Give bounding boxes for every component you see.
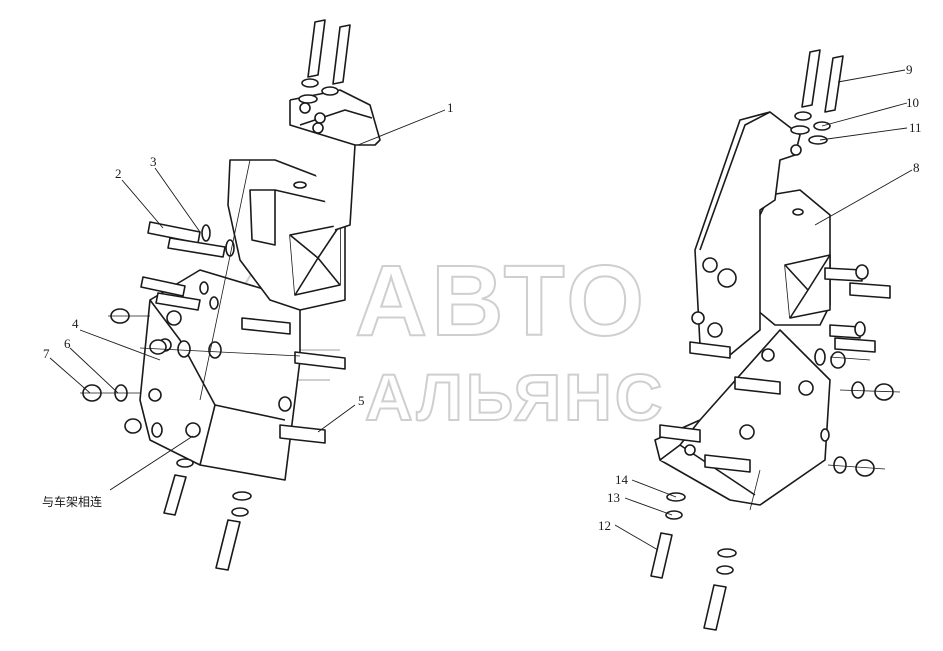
rubber-mount-left xyxy=(227,159,346,311)
callout-9: 9 xyxy=(906,62,913,77)
callout-14: 14 xyxy=(615,472,629,487)
callout-10: 10 xyxy=(906,95,919,110)
upper-bracket-right xyxy=(691,111,802,356)
callout-2: 2 xyxy=(115,166,122,181)
top-bolts-right xyxy=(790,49,844,145)
watermark-line1: АВТО xyxy=(355,245,648,357)
callout-8: 8 xyxy=(913,160,920,175)
callout-3: 3 xyxy=(150,154,157,169)
callout-11: 11 xyxy=(909,120,922,135)
axis-lines-right xyxy=(749,356,901,511)
callout-6: 6 xyxy=(64,336,71,351)
axis-lines-left xyxy=(80,159,301,401)
upper-bracket-left xyxy=(289,89,381,231)
callout-labels: 1 2 3 4 5 6 7 8 9 10 11 12 13 14 与车架相连 xyxy=(42,62,922,533)
bottom-bolts-left xyxy=(163,458,252,571)
bottom-bolts-right xyxy=(650,492,737,631)
watermark: АВТО АЛЬЯНС xyxy=(173,244,665,435)
callout-1: 1 xyxy=(447,100,454,115)
frame-connection-note: 与车架相连 xyxy=(42,494,102,509)
lower-bracket-right xyxy=(654,329,831,506)
side-bolts-right xyxy=(659,264,894,477)
callout-4: 4 xyxy=(72,316,79,331)
top-bolts-left xyxy=(298,19,351,104)
callout-13: 13 xyxy=(607,490,620,505)
side-bolts-left xyxy=(82,221,346,444)
callout-12: 12 xyxy=(598,518,611,533)
right-assembly xyxy=(650,49,901,631)
callout-7: 7 xyxy=(43,346,50,361)
left-assembly xyxy=(80,19,381,571)
leader-lines xyxy=(49,69,913,551)
callout-5: 5 xyxy=(358,393,365,408)
watermark-line2: АЛЬЯНС xyxy=(365,360,665,434)
